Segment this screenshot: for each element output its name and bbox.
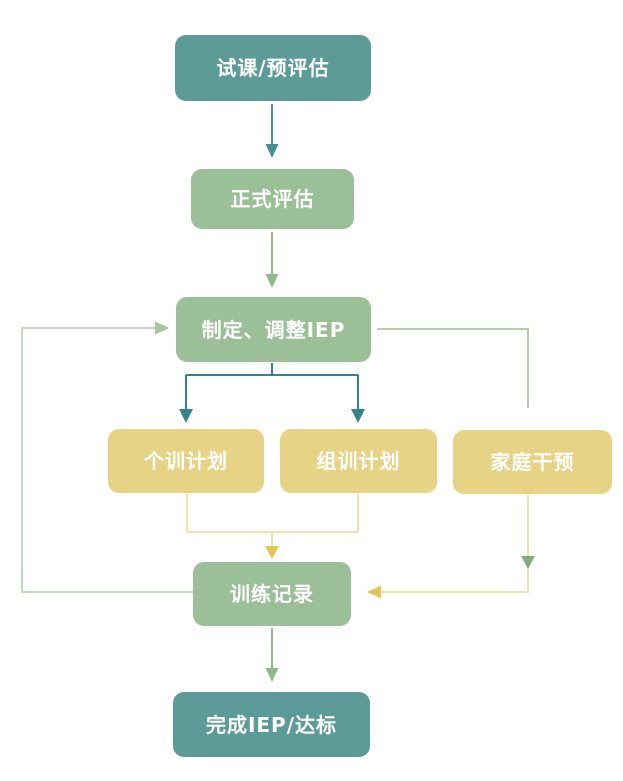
node-group-training-plan-label: 组训计划 bbox=[316, 449, 401, 473]
node-training-record-label: 训练记录 bbox=[230, 582, 314, 606]
node-individual-training-plan-label: 个训计划 bbox=[144, 449, 228, 473]
edge-record-loop-to-iep bbox=[21, 321, 193, 593]
node-complete-iep-label: 完成IEP/达标 bbox=[205, 712, 338, 737]
edge-right-path-arrowhead bbox=[521, 556, 535, 569]
edge-formal-to-iep bbox=[265, 232, 279, 288]
edge-iep-to-family bbox=[377, 328, 529, 408]
edge-merge-to-record bbox=[186, 494, 359, 559]
node-trial-pre-assessment: 试课/预评估 bbox=[175, 35, 371, 101]
node-develop-adjust-iep: 制定、调整IEP bbox=[176, 297, 371, 362]
edge-iep-branch bbox=[179, 363, 365, 423]
node-training-record: 训练记录 bbox=[193, 562, 351, 626]
edge-family-to-record bbox=[367, 494, 529, 599]
edge-record-to-complete bbox=[265, 628, 279, 682]
node-trial-pre-assessment-label: 试课/预评估 bbox=[216, 56, 330, 80]
node-family-intervention: 家庭干预 bbox=[453, 430, 612, 494]
edge-trial-to-formal bbox=[265, 104, 279, 158]
node-develop-adjust-iep-label: 制定、调整IEP bbox=[201, 317, 346, 342]
node-complete-iep: 完成IEP/达标 bbox=[173, 692, 370, 757]
node-individual-training-plan: 个训计划 bbox=[108, 429, 264, 493]
node-family-intervention-label: 家庭干预 bbox=[490, 450, 575, 474]
node-group-training-plan: 组训计划 bbox=[280, 429, 437, 493]
node-formal-assessment-label: 正式评估 bbox=[230, 187, 315, 211]
node-formal-assessment: 正式评估 bbox=[191, 169, 354, 229]
